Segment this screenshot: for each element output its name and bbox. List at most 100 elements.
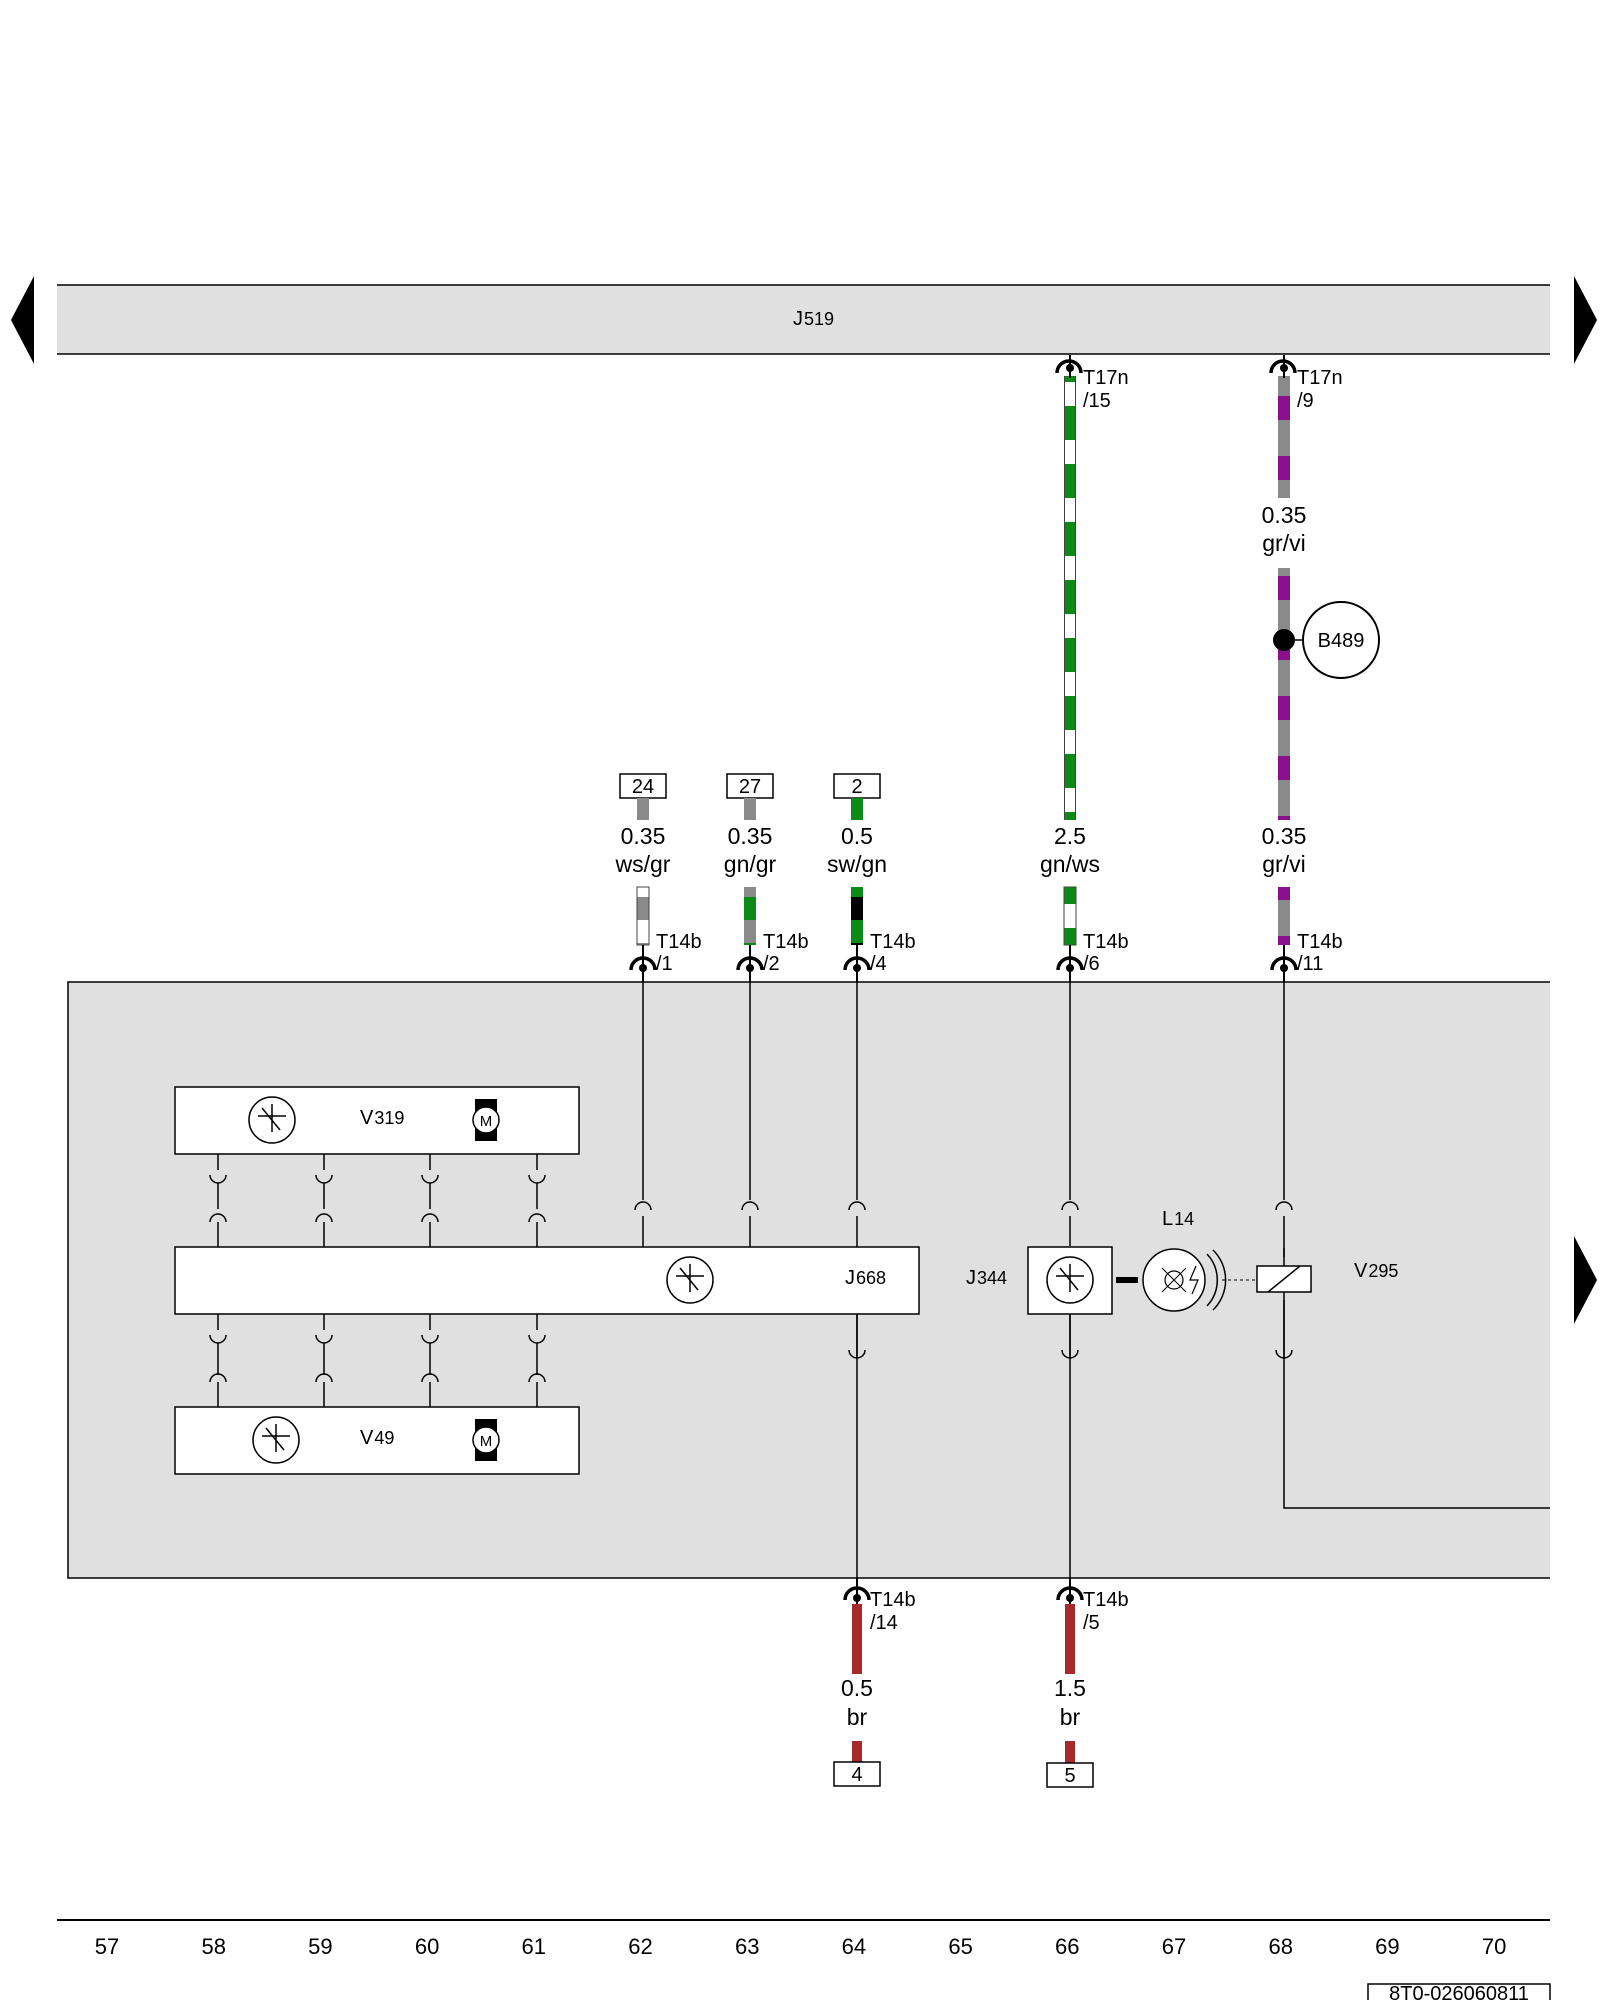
ref-box-27[interactable]: 27: [726, 773, 774, 799]
svg-text:V295: V295: [1354, 1260, 1398, 1282]
connector-t17n-9: T17n /9: [1269, 355, 1343, 412]
connector-t14b-1: T14b /1: [629, 931, 702, 982]
svg-text:J668: J668: [845, 1267, 886, 1289]
ground-64-color: br: [847, 1704, 868, 1730]
wire-68-top-color: gr/vi: [1262, 530, 1305, 556]
svg-text:J519: J519: [793, 308, 834, 330]
ref-box-2[interactable]: 2: [833, 773, 881, 799]
connector-cap: [528, 1174, 546, 1184]
motor-v49: V49 M: [174, 1406, 580, 1475]
wire-63-stub: [744, 798, 756, 820]
column-label: 60: [415, 1934, 439, 1959]
svg-text:V49: V49: [360, 1427, 394, 1449]
column-label: 64: [842, 1934, 866, 1959]
internal-wiring: [209, 982, 1550, 1585]
column-label: 61: [522, 1934, 546, 1959]
connector-cap: [209, 1334, 227, 1344]
t17n-9-pin: /9: [1297, 390, 1314, 412]
column-label: 70: [1482, 1934, 1506, 1959]
connector-cap: [848, 1201, 866, 1211]
column-label: 62: [628, 1934, 652, 1959]
j519-module: J519: [57, 284, 1550, 355]
ground-64-size: 0.5: [841, 1675, 873, 1701]
svg-text:2: 2: [851, 776, 862, 798]
ref-box-24[interactable]: 24: [619, 773, 667, 799]
connector-cap: [634, 1201, 652, 1211]
connector-cap: [741, 1201, 759, 1211]
connector-cap: [315, 1373, 333, 1383]
connector-t17n-15: T17n /15: [1055, 355, 1129, 412]
ground-wire-66: [1065, 1604, 1075, 1674]
t17n-15-conn: T17n: [1083, 367, 1129, 389]
module-j668: J668: [174, 1246, 920, 1315]
svg-text:/11: /11: [1297, 953, 1323, 975]
column-label: 69: [1375, 1934, 1399, 1959]
svg-text:T14b: T14b: [1083, 931, 1129, 953]
connector-cap: [421, 1213, 439, 1223]
connector-cap: [528, 1213, 546, 1223]
svg-text:27: 27: [739, 776, 761, 798]
connector-t14b-4: T14b /4: [843, 931, 916, 982]
splice-b489-label: B489: [1318, 630, 1365, 652]
next-page-arrow-top[interactable]: [1574, 276, 1597, 364]
wire-63-size: 0.35: [728, 823, 773, 849]
v319-motor-symbol: M: [480, 1113, 493, 1130]
motor-v319: V319 M: [174, 1086, 580, 1155]
connector-cap: [528, 1334, 546, 1344]
ground-wire-64-stub: [852, 1741, 862, 1763]
connector-cap: [315, 1174, 333, 1184]
wire-62-stub: [637, 798, 649, 820]
wire-63-lower: [744, 887, 756, 945]
ground-wire-66-stub: [1065, 1741, 1075, 1763]
splice-dot: [1273, 629, 1295, 651]
column-label: 68: [1268, 1934, 1292, 1959]
svg-text:V319: V319: [360, 1107, 404, 1129]
wire-62-size: 0.35: [621, 823, 666, 849]
wire-64-size: 0.5: [841, 823, 873, 849]
svg-text:/6: /6: [1083, 953, 1100, 975]
svg-text:J344: J344: [966, 1267, 1007, 1289]
connector-cap: [421, 1174, 439, 1184]
wire-62-color: ws/gr: [615, 851, 671, 877]
svg-text:/14: /14: [870, 1612, 898, 1634]
svg-text:/2: /2: [763, 953, 780, 975]
svg-text:T14b: T14b: [1083, 1589, 1129, 1611]
ref-box-4[interactable]: 4: [833, 1761, 881, 1787]
svg-text:T14b: T14b: [656, 931, 702, 953]
wire-68-top-size: 0.35: [1262, 502, 1307, 528]
column-label: 65: [948, 1934, 972, 1959]
column-label: 63: [735, 1934, 759, 1959]
lamp-l14: L14: [1142, 1208, 1256, 1312]
valve-v295: V295: [1256, 1260, 1398, 1293]
connector-t14b-11: T14b /11: [1270, 931, 1343, 982]
wire-68-color: gr/vi: [1262, 851, 1305, 877]
t17n-9-conn: T17n: [1297, 367, 1343, 389]
connector-t14b-2: T14b /2: [736, 931, 809, 982]
connector-cap: [315, 1213, 333, 1223]
svg-text:/4: /4: [870, 953, 887, 975]
wire-66-size: 2.5: [1054, 823, 1086, 849]
v49-motor-symbol: M: [480, 1433, 493, 1450]
j519-sub: 519: [804, 309, 834, 329]
j519-label: J: [793, 308, 803, 330]
column-label: 58: [201, 1934, 225, 1959]
svg-text:5: 5: [1064, 1765, 1075, 1787]
ref-box-5[interactable]: 5: [1046, 1762, 1094, 1788]
connector-cap: [209, 1213, 227, 1223]
connector-cap: [421, 1334, 439, 1344]
prev-page-arrow[interactable]: [11, 276, 34, 364]
document-id: 8T0-026060811: [1367, 1983, 1551, 2000]
wire-66-color: gn/ws: [1040, 851, 1100, 877]
ground-66-color: br: [1060, 1704, 1081, 1730]
control-unit-j344: J344: [966, 1246, 1138, 1315]
next-page-arrow-mid[interactable]: [1574, 1236, 1597, 1324]
connector-cap: [1275, 1349, 1293, 1359]
svg-text:/1: /1: [656, 953, 673, 975]
wire-63-color: gn/gr: [724, 851, 777, 877]
svg-text:L14: L14: [1162, 1208, 1194, 1230]
connector-cap: [421, 1373, 439, 1383]
splice-b489: B489: [1273, 601, 1380, 679]
wire-68-size: 0.35: [1262, 823, 1307, 849]
